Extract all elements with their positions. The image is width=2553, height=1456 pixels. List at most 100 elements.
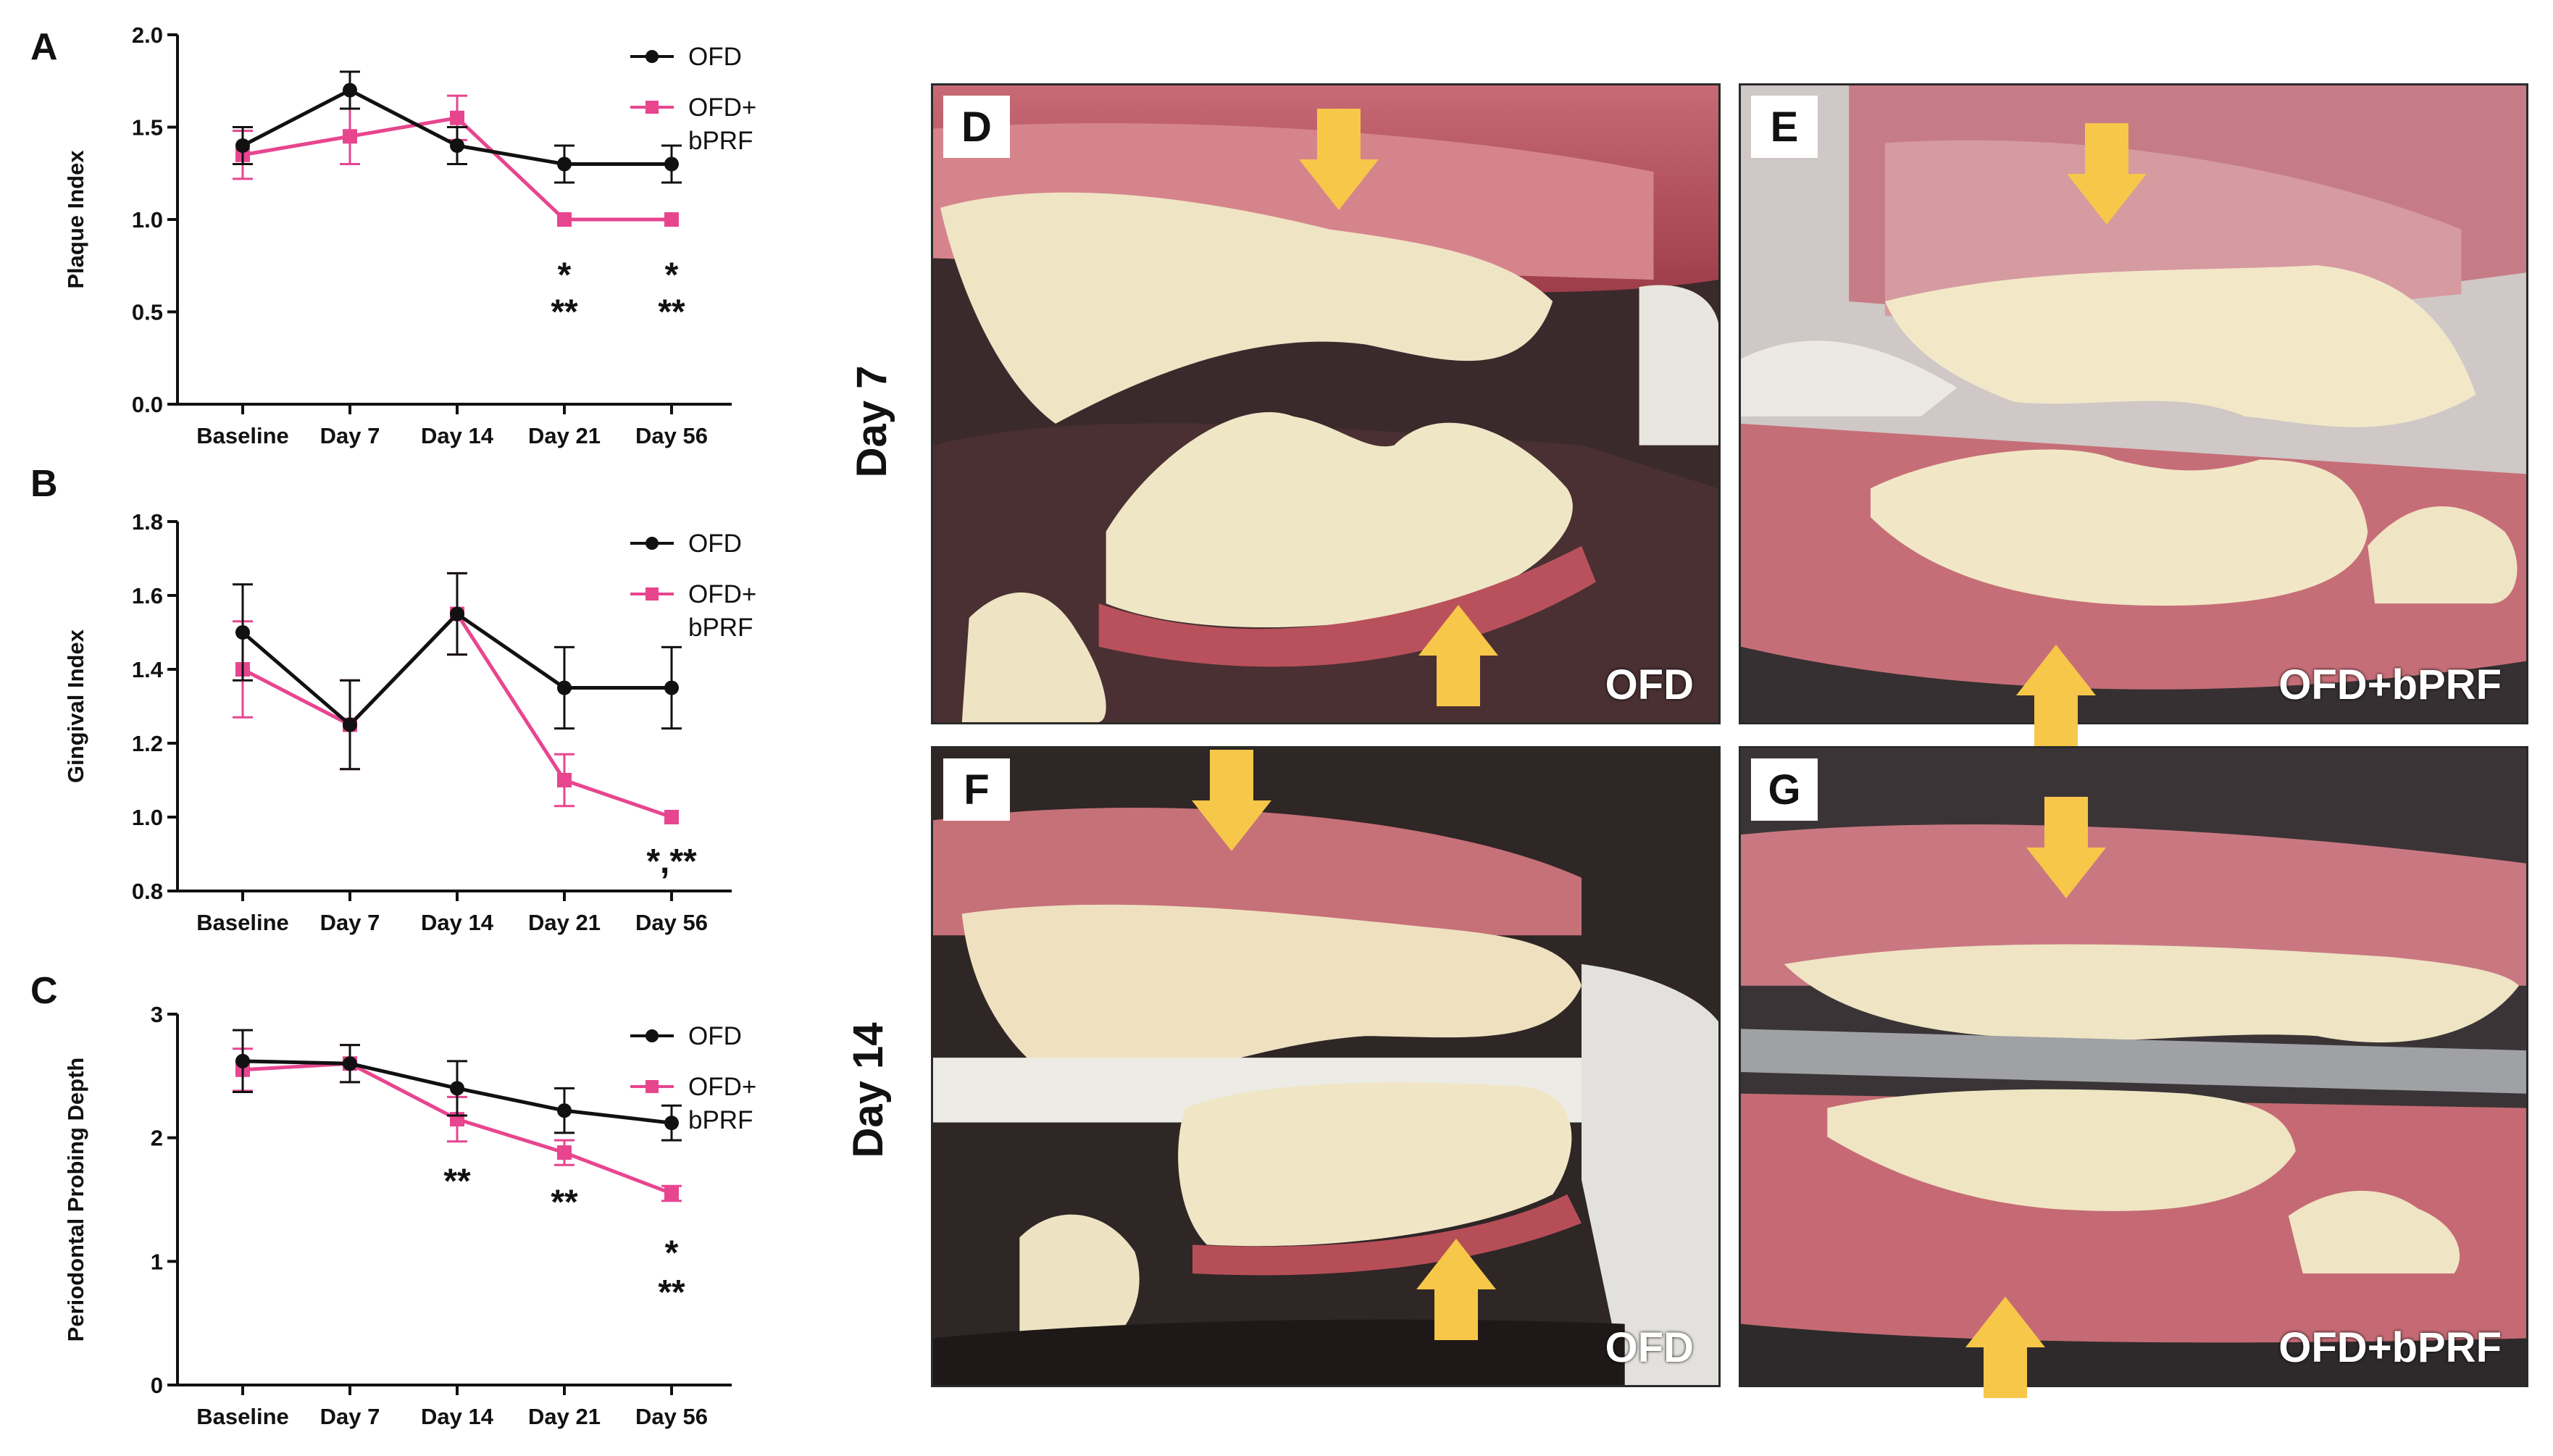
y-tick-label: 1 [151,1249,163,1274]
legend-marker-bprf [645,101,659,114]
photo-letter-d: D [943,96,1010,158]
chart-panel-b: B Gingival Index 0.8 1.0 1.2 1.4 1.6 1.8Baselin… [30,463,756,935]
data-point-ofd [450,138,464,153]
photo-letter-f: F [943,758,1010,821]
y-tick-label: 0.0 [132,392,163,417]
y-tick-label: 1.4 [132,657,164,682]
y-axis-title: Periodontal Probing Depth [63,1058,88,1342]
significance-mark: ** [658,293,685,332]
data-point-bprf [557,773,572,787]
legend-marker-ofd [645,537,659,550]
significance-mark: ** [551,293,578,332]
x-tick-label: Day 56 [635,423,708,448]
y-tick-label: 3 [151,1002,163,1027]
photo-caption-d: OFD [1605,661,1694,708]
y-tick-label: 1.8 [132,509,163,535]
y-tick-label: 2 [151,1126,163,1151]
legend-marker-bprf [645,587,659,601]
legend-marker-bprf [645,1080,659,1093]
data-point-ofd [235,1053,250,1068]
significance-mark: *,** [646,842,697,881]
x-tick-label: Day 14 [421,1404,494,1429]
legend-label-bprf-line2: bPRF [688,614,753,642]
legend-label-bprf-line2: bPRF [688,1106,753,1134]
y-tick-label: 2.0 [132,22,163,48]
legend-label-bprf-line2: bPRF [688,127,753,155]
data-point-ofd [664,680,679,695]
data-point-bprf [664,212,679,227]
data-point-ofd [664,156,679,172]
photo-e-image [1741,85,2526,722]
row-label-day7: Day 7 [848,365,895,478]
significance-mark: ** [658,1273,685,1312]
photo-d-image [933,85,1718,722]
y-tick-label: 1.6 [132,583,163,608]
x-tick-label: Day 56 [635,910,708,935]
data-point-bprf [664,810,679,824]
x-tick-label: Day 21 [528,910,601,935]
x-tick-label: Day 7 [320,910,380,935]
x-tick-label: Day 7 [320,423,380,448]
y-axis-title: Plaque Index [63,150,88,289]
data-point-bprf [450,110,464,125]
legend-marker-ofd [645,50,659,63]
y-tick-label: 1.2 [132,731,163,756]
data-point-ofd [343,717,357,732]
x-tick-label: Baseline [196,1404,289,1429]
y-tick-label: 1.5 [132,115,163,141]
y-tick-label: 1.0 [132,207,163,233]
photo-caption-f: OFD [1605,1324,1694,1371]
panel-letter: B [30,463,58,505]
data-point-bprf [557,1145,572,1160]
data-point-ofd [450,1081,464,1096]
data-point-ofd [664,1116,679,1131]
photo-caption-g: OFD+bPRF [2278,1324,2502,1371]
significance-mark: * [558,256,572,295]
legend-marker-ofd [645,1029,659,1042]
photo-f-image [933,748,1718,1385]
significance-mark: ** [443,1162,471,1200]
x-tick-label: Day 14 [421,423,494,448]
panel-letter: C [30,970,58,1012]
x-tick-label: Baseline [196,423,289,448]
panel-letter: A [30,26,58,68]
data-point-bprf [343,129,357,144]
x-tick-label: Day 14 [421,910,494,935]
y-tick-label: 0.8 [132,879,163,904]
legend-label-ofd: OFD [688,43,742,71]
row-label-day14: Day 14 [845,1022,892,1158]
photo-panel-f: F OFD [931,746,1721,1387]
significance-mark: ** [551,1183,578,1221]
photo-panel-d: D OFD [931,83,1721,724]
data-point-ofd [450,606,464,622]
y-tick-label: 1.0 [132,805,163,830]
legend-label-bprf-line1: OFD+ [688,1073,756,1101]
data-point-ofd [557,1103,572,1118]
data-point-ofd [557,156,572,172]
x-tick-label: Day 21 [528,1404,601,1429]
significance-mark: * [665,1234,679,1272]
data-point-bprf [664,1186,679,1201]
legend-label-bprf-line1: OFD+ [688,580,756,608]
data-point-ofd [343,1056,357,1071]
data-point-ofd [343,83,357,98]
y-axis-title: Gingival Index [63,629,88,783]
data-point-bprf [557,212,572,227]
significance-mark: * [665,256,679,295]
photo-g-image [1741,748,2526,1385]
photo-letter-e: E [1751,96,1818,158]
photo-panel-g: G OFD+bPRF [1739,746,2528,1387]
x-tick-label: Day 7 [320,1404,380,1429]
data-point-ofd [557,680,572,695]
photo-panel-e: E OFD+bPRF [1739,83,2528,724]
x-tick-label: Day 21 [528,423,601,448]
y-tick-label: 0 [151,1373,163,1398]
photo-letter-g: G [1751,758,1818,821]
legend-label-ofd: OFD [688,530,742,558]
legend-label-bprf-line1: OFD+ [688,93,756,122]
x-tick-label: Baseline [196,910,289,935]
data-point-ofd [235,625,250,640]
